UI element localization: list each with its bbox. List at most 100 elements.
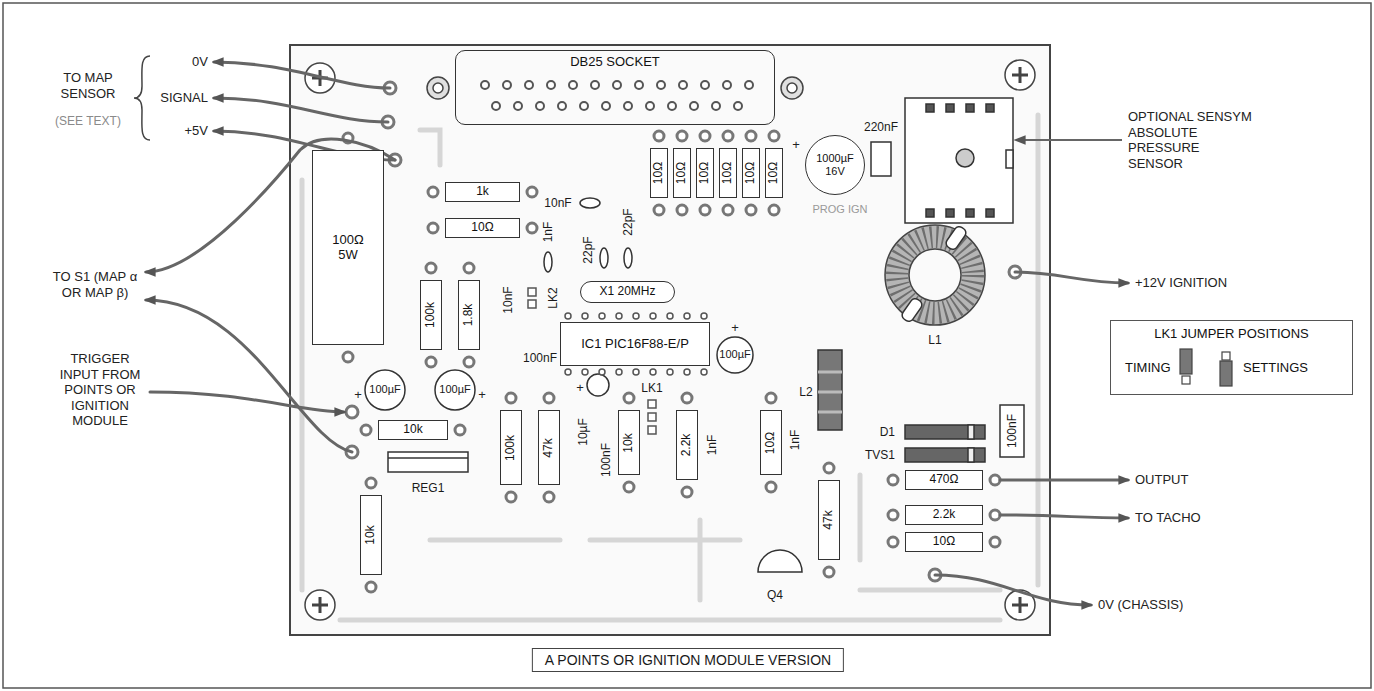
toroid-inductor xyxy=(909,249,961,301)
regulator-symbol xyxy=(388,452,468,472)
electrolytic-capacitor: 1000µF 16V xyxy=(805,135,865,195)
part-label: 100µF xyxy=(719,348,750,361)
part-label: 22pF xyxy=(621,208,635,235)
solder-pad xyxy=(624,482,634,492)
ic-pin xyxy=(633,369,639,375)
toroid-inductor xyxy=(944,225,968,252)
db25-pin xyxy=(624,102,632,110)
db25-pin xyxy=(547,81,555,89)
jumper-pins xyxy=(648,413,656,421)
part-label: 1nF xyxy=(788,430,802,451)
capacitor-symbol xyxy=(600,248,608,268)
ic-pin xyxy=(616,369,622,375)
part-label: 1nF xyxy=(705,435,719,456)
silkscreen-text: PROG IGN xyxy=(812,203,867,216)
jumper-caption: TIMING xyxy=(1125,361,1171,376)
diode-symbol xyxy=(905,425,985,439)
solder-pad xyxy=(527,187,537,197)
external-wire xyxy=(150,392,344,412)
resistor-body: 1.8k xyxy=(458,280,480,350)
rod-inductor xyxy=(818,372,842,412)
transistor-symbol xyxy=(758,550,802,572)
capacitor-symbol xyxy=(624,248,632,268)
regulator-symbol xyxy=(388,457,468,459)
solder-pad xyxy=(700,131,710,141)
solder-pad xyxy=(769,205,779,215)
jumper-icon xyxy=(1180,349,1232,386)
mounting-screw xyxy=(305,60,1035,620)
part-value: 470Ω xyxy=(930,473,959,487)
ic-body: IC1 PIC16F88-E/P xyxy=(560,322,710,366)
callout-label: OPTIONAL SENSYM ABSOLUTE PRESSURE SENSOR xyxy=(1128,109,1258,171)
jumper-caption: SETTINGS xyxy=(1243,361,1308,376)
diode-symbol xyxy=(905,448,985,462)
jumper-legend: LK1 JUMPER POSITIONS TIMING SETTINGS xyxy=(1110,320,1353,395)
note-text: (SEE TEXT) xyxy=(55,114,121,128)
part-value: LK1 JUMPER POSITIONS xyxy=(1111,327,1352,342)
jumper-pins xyxy=(528,300,536,308)
part-value: DB25 SOCKET xyxy=(570,55,660,70)
solder-pad xyxy=(428,187,438,197)
part-label: TVS1 xyxy=(865,448,895,462)
crystal-body: X1 20MHz xyxy=(580,281,675,303)
solder-pad xyxy=(654,131,664,141)
solder-pad xyxy=(366,478,376,488)
part-value: 10k xyxy=(364,525,378,544)
external-wire xyxy=(214,98,388,122)
db25-pin xyxy=(668,102,676,110)
ic-pin xyxy=(633,313,639,319)
part-value: 10Ω xyxy=(767,162,781,184)
solder-pad xyxy=(464,263,474,273)
resistor-body: 470Ω xyxy=(905,470,983,490)
wire-label: +12V IGNITION xyxy=(1135,275,1227,291)
part-value: 10k xyxy=(403,423,422,437)
pressure-sensor xyxy=(905,98,1013,223)
wire-label: TO MAP SENSOR xyxy=(48,70,128,101)
toroid-inductor xyxy=(885,225,985,325)
db25-pin xyxy=(536,102,544,110)
ic-pin xyxy=(684,369,690,375)
resistor-body: 1k xyxy=(445,182,520,202)
ic-pin xyxy=(701,313,707,319)
db25-nut xyxy=(787,83,797,93)
jumper-pins xyxy=(528,288,536,296)
db25-pin xyxy=(558,102,566,110)
part-value: 10Ω xyxy=(933,535,955,549)
db25-pin xyxy=(745,81,753,89)
ic-pin xyxy=(650,313,656,319)
solder-pad xyxy=(428,223,438,233)
brace xyxy=(134,56,150,140)
solder-pad xyxy=(527,223,537,233)
solder-pad xyxy=(464,357,474,367)
toroid-inductor xyxy=(900,297,924,324)
part-value: 1000µF 16V xyxy=(813,152,857,177)
solder-pad xyxy=(361,425,371,435)
polarity-mark: + xyxy=(792,137,800,153)
resistor-body: 2.2k xyxy=(676,410,698,480)
ic-pin xyxy=(616,313,622,319)
solder-pad xyxy=(343,82,1021,592)
solder-pad xyxy=(723,205,733,215)
db25-pin xyxy=(657,81,665,89)
resistor-body: 10Ω xyxy=(765,148,783,198)
part-value: 10Ω xyxy=(675,162,689,184)
power-resistor: 100Ω 5W xyxy=(312,150,384,345)
pressure-sensor xyxy=(946,104,954,112)
pressure-sensor xyxy=(986,209,994,217)
signal-name: 0V xyxy=(192,54,208,70)
solder-pad xyxy=(888,537,898,547)
capacitor-symbol xyxy=(587,374,609,396)
part-label: LK2 xyxy=(546,287,560,308)
ic-pin xyxy=(565,369,571,375)
part-value: 47k xyxy=(542,438,556,457)
resistor-body: 10Ω xyxy=(760,410,782,475)
ic-pin xyxy=(582,313,588,319)
solder-pad xyxy=(506,492,516,502)
external-wire xyxy=(1015,272,1128,283)
part-label: 100nF xyxy=(523,351,557,365)
part-value: 10Ω xyxy=(698,162,712,184)
ic-pin xyxy=(667,313,673,319)
solder-pad xyxy=(366,582,376,592)
part-label: REG1 xyxy=(412,481,445,495)
part-label: 10nF xyxy=(501,286,515,313)
